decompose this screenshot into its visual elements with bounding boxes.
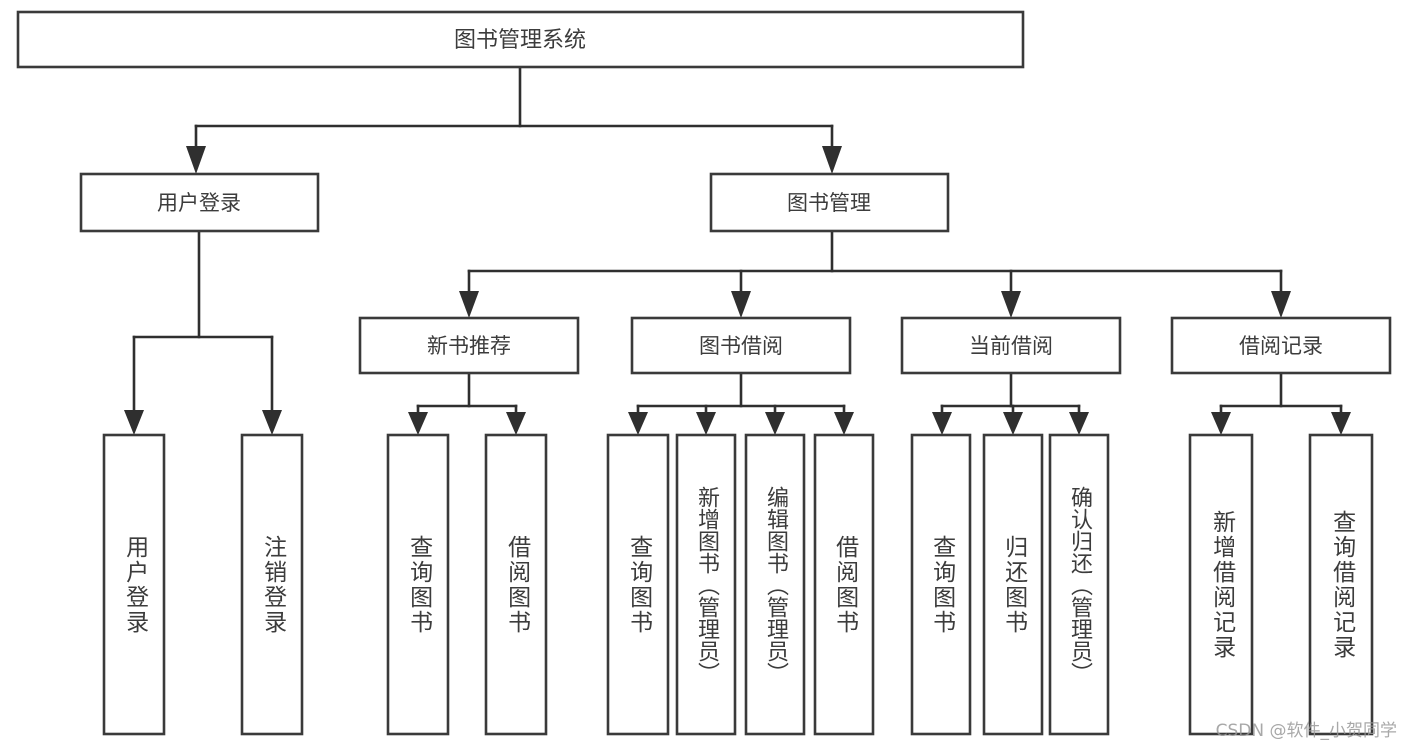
node-new-book-rec-label: 新书推荐 <box>427 334 511 358</box>
arrow-head-book-borrow <box>731 291 751 318</box>
node-user-login[interactable]: 用户登录 <box>79 172 320 233</box>
node-root-rect[interactable] <box>16 10 1025 69</box>
node-borrow-record-rect[interactable] <box>1170 316 1392 375</box>
arrow-head-leaf-query-book-1 <box>408 412 428 435</box>
node-current-borrow[interactable]: 当前借阅 <box>900 316 1122 375</box>
leaf-query-book-3-rect[interactable] <box>910 433 972 736</box>
arrow-head-current-borrow <box>1001 291 1021 318</box>
leaf-borrow-book-2-rect[interactable] <box>813 433 875 736</box>
node-book-borrow-rect[interactable] <box>630 316 852 375</box>
arrow-head-leaf-borrow-book-1 <box>506 412 526 435</box>
connector-group-user-login <box>124 229 282 435</box>
node-current-borrow-rect[interactable] <box>900 316 1122 375</box>
node-borrow-record[interactable]: 借阅记录 <box>1170 316 1392 375</box>
arrow-head-leaf-edit-book <box>765 412 785 435</box>
leaf-return-book-rect[interactable] <box>982 433 1044 736</box>
leaf-add-record-rect[interactable] <box>1188 433 1254 736</box>
node-current-borrow-label: 当前借阅 <box>969 334 1053 358</box>
connector-group-book-manage <box>459 229 1291 318</box>
arrow-head-leaf-query-book-2 <box>628 412 648 435</box>
watermark-text: CSDN @软件_小贺同学 <box>1215 721 1397 741</box>
arrow-head-leaf-query-book-3 <box>932 412 952 435</box>
node-book-borrow-label: 图书借阅 <box>699 334 783 358</box>
arrow-head-leaf-query-record <box>1331 412 1351 435</box>
node-user-login-rect[interactable] <box>79 172 320 233</box>
arrow-head-leaf-user-logout <box>262 410 282 435</box>
leaf-edit-book-rect[interactable] <box>744 433 806 736</box>
leaf-add-book-rect[interactable] <box>675 433 737 736</box>
node-book-manage[interactable]: 图书管理 <box>709 172 950 233</box>
arrow-head-borrow-record <box>1271 291 1291 318</box>
arrow-head-new-book-rec <box>459 291 479 318</box>
node-new-book-rec-rect[interactable] <box>358 316 580 375</box>
leaf-query-book-2-rect[interactable] <box>606 433 670 736</box>
node-book-borrow[interactable]: 图书借阅 <box>630 316 852 375</box>
arrow-head-leaf-add-record <box>1211 412 1231 435</box>
connector-group-current-borrow <box>932 371 1089 435</box>
arrow-head-leaf-borrow-book-2 <box>834 412 854 435</box>
connector-group-borrow-record <box>1211 371 1351 435</box>
leaf-boxes <box>102 433 1374 736</box>
node-root-label: 图书管理系统 <box>454 28 586 53</box>
node-root[interactable]: 图书管理系统 <box>16 10 1025 69</box>
arrow-head-leaf-add-book <box>696 412 716 435</box>
node-book-manage-rect[interactable] <box>709 172 950 233</box>
leaf-borrow-book-1-rect[interactable] <box>484 433 548 736</box>
arrow-head-leaf-confirm-return <box>1069 412 1089 435</box>
arrow-head-book-manage <box>822 146 842 174</box>
arrow-head-user-login <box>186 146 206 174</box>
arrow-head-leaf-return-book <box>1003 412 1023 435</box>
node-new-book-rec[interactable]: 新书推荐 <box>358 316 580 375</box>
node-book-manage-label: 图书管理 <box>787 191 871 215</box>
leaf-user-login-rect[interactable] <box>102 433 166 736</box>
connector-group-new-book-rec <box>408 371 526 435</box>
node-borrow-record-label: 借阅记录 <box>1239 334 1323 358</box>
connector-group-root <box>186 65 842 174</box>
leaf-confirm-return-rect[interactable] <box>1048 433 1110 736</box>
node-user-login-label: 用户登录 <box>157 191 241 215</box>
leaf-query-record-rect[interactable] <box>1308 433 1374 736</box>
leaf-query-book-1-rect[interactable] <box>386 433 450 736</box>
connector-group-book-borrow <box>628 371 854 435</box>
leaf-user-logout-rect[interactable] <box>240 433 304 736</box>
arrow-head-leaf-user-login <box>124 410 144 435</box>
